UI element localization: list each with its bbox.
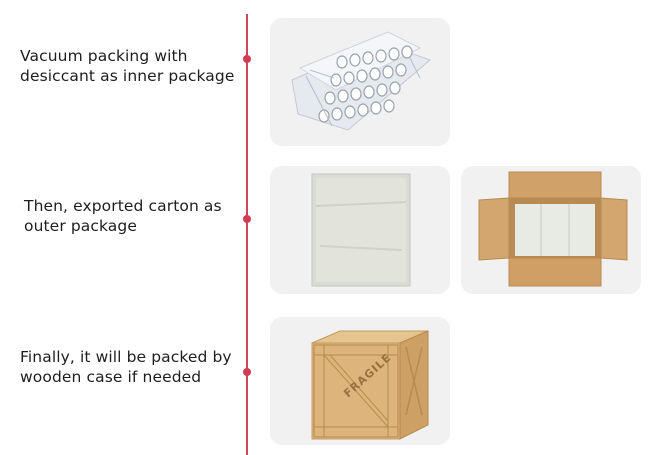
sealed-carton-card <box>270 166 450 294</box>
step-1-line-1: Vacuum packing with <box>20 47 188 65</box>
timeline-dot-3 <box>243 368 251 376</box>
open-carton-image <box>478 171 628 287</box>
timeline-line <box>246 14 248 455</box>
open-carton-card <box>461 166 641 294</box>
vacuum-pack-image <box>291 31 431 131</box>
step-3-line-2: wooden case if needed <box>20 368 202 386</box>
step-1-label: Vacuum packing with desiccant as inner p… <box>20 46 234 86</box>
timeline-dot-2 <box>243 215 251 223</box>
wooden-crate-image <box>311 330 429 440</box>
step-2-label: Then, exported carton as outer package <box>24 196 222 236</box>
step-2-line-2: outer package <box>24 217 137 235</box>
step-1-line-2: desiccant as inner package <box>20 67 235 85</box>
vacuum-pack-card <box>270 18 450 146</box>
step-3-label: Finally, it will be packed by wooden cas… <box>20 347 232 387</box>
step-2-line-1: Then, exported carton as <box>24 197 222 215</box>
timeline-dot-1 <box>243 55 251 63</box>
sealed-carton-image <box>311 173 411 287</box>
step-3-line-1: Finally, it will be packed by <box>20 348 232 366</box>
wooden-crate-card: FRAGILE <box>270 317 450 445</box>
